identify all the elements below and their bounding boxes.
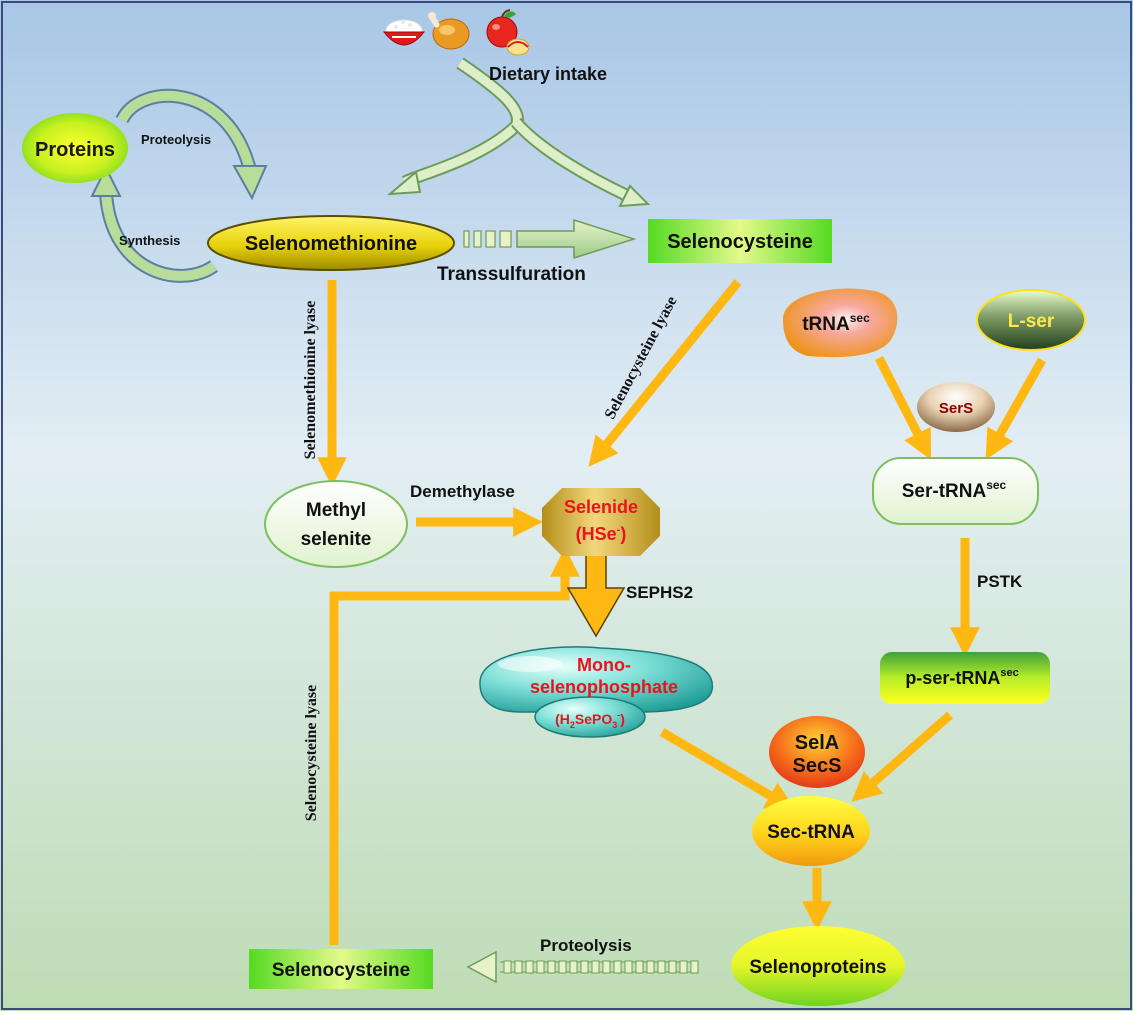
- selenocysteine-bottom-label: Selenocysteine: [272, 960, 410, 981]
- sela-secs-node: SelA SecS: [769, 716, 865, 788]
- monoselenophosphate-label-1: Mono-: [577, 655, 631, 675]
- rice-bowl-icon: [382, 19, 426, 46]
- proteolysis-dash: [591, 960, 600, 974]
- arrow-mono-to-sectrna: [659, 728, 796, 811]
- transsulfuration-arrow: [463, 218, 637, 260]
- proteolysis-dash: [646, 960, 655, 974]
- l-ser-node: L-ser: [976, 289, 1086, 351]
- methyl-selenite-node: Methyl selenite: [264, 480, 408, 568]
- selenocysteine-top-label: Selenocysteine: [667, 231, 813, 253]
- orange-arrows: [317, 279, 1046, 945]
- arrow-trna-to-sertrna: [874, 355, 932, 460]
- proteolysis-dash: [569, 960, 578, 974]
- proteolysis-dash: [635, 960, 644, 974]
- protein-cycle-arrows: [90, 88, 268, 283]
- sers-node: SerS: [917, 382, 995, 432]
- proteolysis-dash: [536, 960, 545, 974]
- methyl-selenite-label-2: selenite: [301, 529, 372, 550]
- proteolysis-dash: [580, 960, 589, 974]
- selenomethionine-node: Selenomethionine: [207, 215, 455, 271]
- proteolysis-dash: [558, 960, 567, 974]
- selenoproteins-label: Selenoproteins: [749, 957, 886, 978]
- proteins-label: Proteins: [35, 139, 115, 161]
- chicken-leg-icon: [428, 12, 470, 50]
- sec-trna-label: Sec-tRNA: [767, 822, 855, 843]
- proteins-node: Proteins: [22, 113, 128, 183]
- selenomethionine-label: Selenomethionine: [245, 233, 417, 255]
- sers-label: SerS: [939, 400, 973, 417]
- demethylase-label: Demethylase: [410, 482, 515, 501]
- selenide-node: Selenide (HSe-): [542, 488, 660, 556]
- sec-trna-node: Sec-tRNA: [752, 796, 870, 866]
- proteolysis-cycle-label: Proteolysis: [141, 132, 211, 147]
- selenocysteine-top-node: Selenocysteine: [648, 219, 832, 263]
- h2sepo3-label: (H2SePO3-): [555, 710, 625, 730]
- sela-label: SelA: [795, 732, 839, 754]
- sephs2-label: SEPHS2: [626, 583, 693, 602]
- secs-label: SecS: [793, 755, 842, 777]
- p-ser-trna-label: p-ser-tRNAsec: [905, 667, 1018, 688]
- selenomethionine-lyase-label: Selenomethionine lyase: [302, 301, 319, 460]
- selenocysteine-lyase-left-label: Selenocysteine lyase: [303, 685, 320, 821]
- proteolysis-dash: [624, 960, 633, 974]
- arrow-lser-to-sertrna: [985, 357, 1046, 460]
- proteolysis-dash: [668, 960, 677, 974]
- proteolysis-dash: [602, 960, 611, 974]
- proteolysis-dash: [679, 960, 688, 974]
- selenoproteins-node: Selenoproteins: [731, 926, 905, 1006]
- dietary-intake-label: Dietary intake: [489, 64, 607, 84]
- proteolysis-dash: [690, 960, 699, 974]
- arrow-sec-to-selenide: [588, 279, 742, 467]
- methyl-selenite-label-1: Methyl: [306, 500, 366, 521]
- trna-sec-node: tRNAsec: [783, 288, 898, 358]
- trna-sec-label: tRNAsec: [802, 311, 870, 335]
- proteolysis-dash: [525, 960, 534, 974]
- transsulfuration-label: Transsulfuration: [437, 264, 586, 285]
- p-ser-trna-node: p-ser-tRNAsec: [880, 652, 1050, 704]
- selenocysteine-bottom-node: Selenocysteine: [249, 949, 433, 989]
- arrow-pser-to-sectrna: [851, 711, 953, 802]
- proteolysis-dash: [547, 960, 556, 974]
- synthesis-label: Synthesis: [119, 233, 180, 248]
- ser-trna-node: Ser-tRNAsec: [872, 457, 1039, 525]
- proteolysis-dash: [613, 960, 622, 974]
- selenide-label-2: (HSe-): [576, 524, 627, 544]
- proteolysis-arrow: [466, 950, 699, 984]
- ser-trna-label: Ser-tRNAsec: [902, 478, 1007, 502]
- apple-icon: [486, 9, 530, 56]
- l-ser-label: L-ser: [1008, 311, 1055, 332]
- monoselenophosphate-label-2: selenophosphate: [530, 677, 678, 697]
- proteolysis-dash: [514, 960, 523, 974]
- sephs2-arrow: [566, 552, 626, 638]
- proteolysis-bottom-label: Proteolysis: [540, 936, 632, 955]
- dietary-intake-arrows: [387, 57, 651, 208]
- selenide-label-1: Selenide: [564, 497, 638, 517]
- arrow-sec-recycle: [329, 547, 580, 945]
- proteolysis-dash: [503, 960, 512, 974]
- proteolysis-dash: [657, 960, 666, 974]
- pstk-label: PSTK: [977, 572, 1023, 591]
- monoselenophosphate-node: Mono- selenophosphate (H2SePO3-): [479, 646, 714, 738]
